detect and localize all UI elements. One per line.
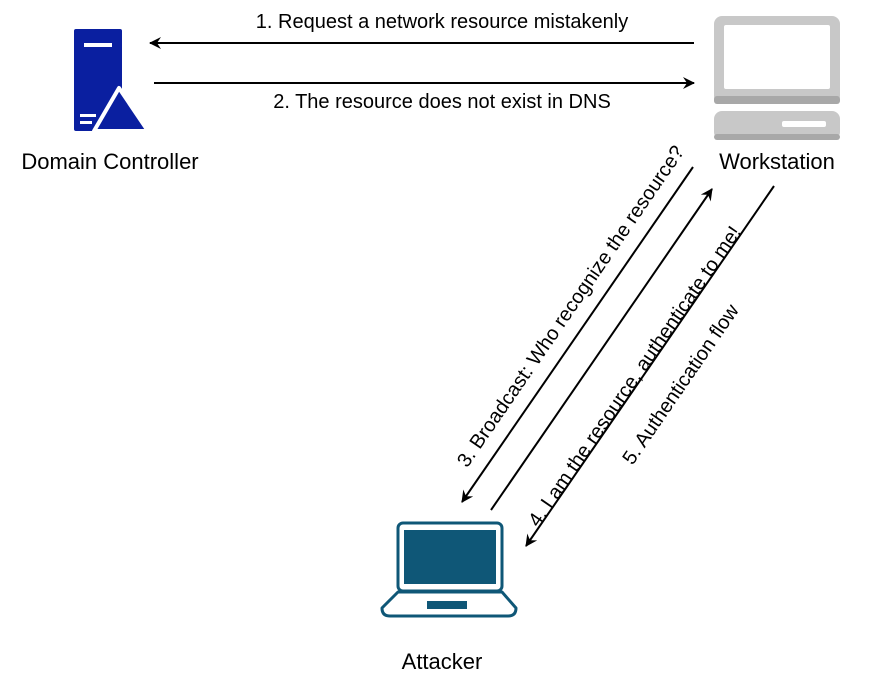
arrow-step3 <box>461 166 694 503</box>
laptop-icon <box>380 521 518 618</box>
desktop-computer-icon <box>714 16 840 140</box>
arrow-step5 <box>525 185 775 547</box>
arrow-step4 <box>490 188 713 511</box>
workstation-label: Workstation <box>719 149 835 174</box>
step4-label: 4. I am the resource, authenticate to me… <box>524 222 746 530</box>
step2-label: 2. The resource does not exist in DNS <box>273 91 611 113</box>
attacker-label: Attacker <box>402 649 483 674</box>
step1-label: 1. Request a network resource mistakenly <box>256 11 628 33</box>
server-icon <box>74 29 150 133</box>
domain-controller-label: Domain Controller <box>21 149 198 174</box>
